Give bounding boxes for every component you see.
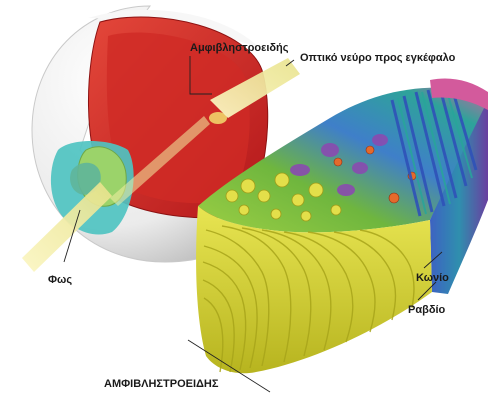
label-retina-bottom: ΑΜΦΙΒΛΗΣΤΡΟΕΙΔΗΣ: [104, 378, 218, 390]
label-optic-nerve: Οπτικό νεύρο προς εγκέφαλο: [300, 52, 455, 64]
label-light: Φως: [48, 274, 72, 286]
label-cone: Κωνίο: [416, 272, 449, 284]
label-retina-top: Αμφιβληστροειδής: [190, 42, 289, 54]
label-rod: Ραβδίο: [408, 304, 445, 316]
